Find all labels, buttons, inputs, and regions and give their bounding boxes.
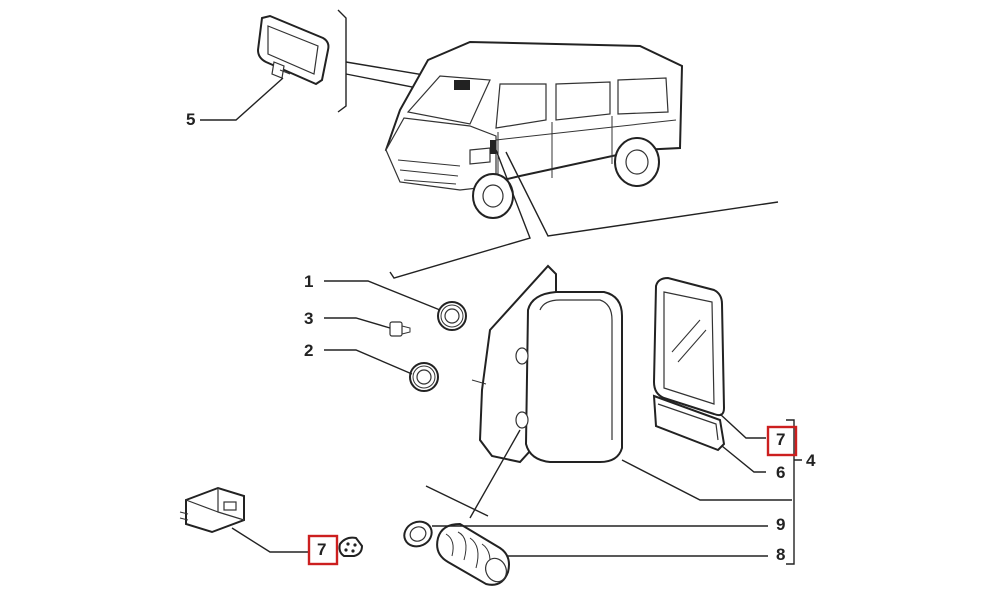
highlight-box-7-top <box>766 425 798 457</box>
leader-line-2 <box>324 349 413 375</box>
mirror-control-switch <box>179 486 245 534</box>
washer-part-1 <box>437 301 467 331</box>
screw-part-3 <box>389 321 411 337</box>
assembly-bracket-4 <box>786 419 802 565</box>
exterior-mirror-assembly <box>471 264 623 464</box>
interior-mirror-bracket <box>337 9 347 113</box>
washer-part-2 <box>409 362 439 392</box>
callout-1: 1 <box>304 272 313 291</box>
interior-mirror-part <box>256 14 330 86</box>
connector-plug <box>338 536 364 557</box>
callout-9: 9 <box>776 515 785 534</box>
bellows-part-8 <box>436 522 510 586</box>
highlight-box-7-bottom <box>307 534 339 566</box>
leader-line-4 <box>621 459 792 501</box>
callout-5: 5 <box>186 110 195 129</box>
leader-line-6 <box>721 445 766 473</box>
leader-line-7-top <box>719 413 766 439</box>
leader-line-1 <box>324 280 441 311</box>
callout-3: 3 <box>304 309 313 328</box>
callout-8: 8 <box>776 545 785 564</box>
leader-line-3 <box>324 317 391 329</box>
leader-line-van-to-assembly <box>389 149 779 279</box>
callout-2: 2 <box>304 341 313 360</box>
callout-4: 4 <box>806 451 816 470</box>
callout-6: 6 <box>776 463 785 482</box>
van-illustration <box>384 40 684 219</box>
callout-7-bottom: 7 <box>317 540 326 559</box>
leader-line-5 <box>200 77 284 121</box>
lower-mirror-glass-part <box>652 394 726 452</box>
leader-line-7-bottom <box>231 527 310 553</box>
mirror-glass-part <box>652 276 726 417</box>
callout-7-top: 7 <box>776 430 785 449</box>
ring-part-9 <box>403 520 433 548</box>
leader-line-housing-to-bellows <box>425 429 521 519</box>
